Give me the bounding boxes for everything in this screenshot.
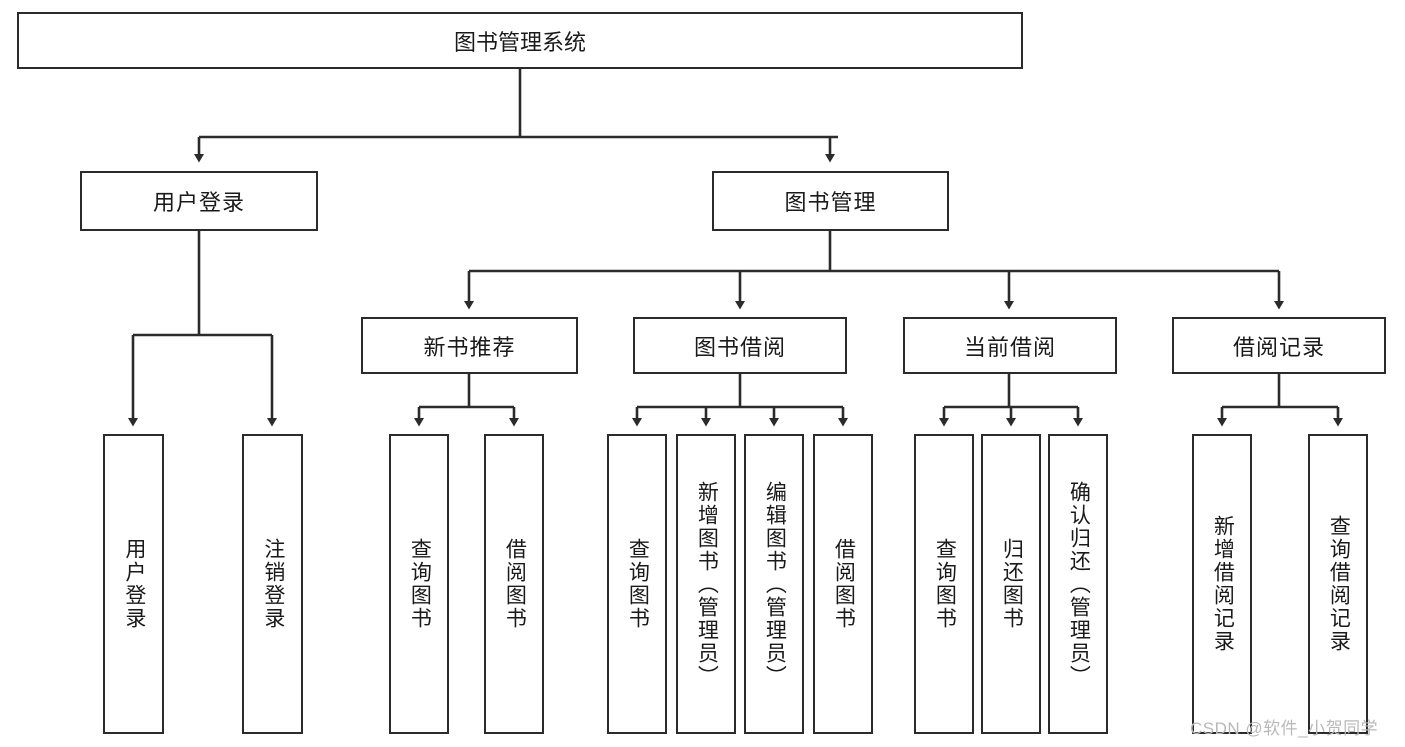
node-book-manage-label: 图书管理 xyxy=(784,190,877,215)
leaf-label: 确认归还（管理员） xyxy=(1067,480,1091,688)
leaf-user-login-1[interactable]: 用户登录 xyxy=(103,434,164,734)
node-book-borrow-label: 图书借阅 xyxy=(693,334,786,360)
node-borrow-record-label: 借阅记录 xyxy=(1232,334,1325,360)
leaf-label: 查询图书 xyxy=(933,538,957,630)
watermark: CSDN @软件_小贺同学 xyxy=(1190,719,1379,738)
node-book-manage[interactable]: 图书管理 xyxy=(712,171,949,231)
leaf-label: 借阅图书 xyxy=(832,538,856,630)
leaf-label: 归还图书 xyxy=(1000,538,1024,630)
node-root[interactable]: 图书管理系统 xyxy=(17,12,1023,69)
leaf-user-login-2[interactable]: 注销登录 xyxy=(242,434,303,734)
leaf-label: 新增借阅记录 xyxy=(1211,515,1235,653)
leaf-borrow-record-1[interactable]: 新增借阅记录 xyxy=(1192,434,1252,734)
leaf-label: 查询借阅记录 xyxy=(1327,515,1351,653)
node-new-book-label: 新书推荐 xyxy=(423,334,516,360)
leaf-new-book-1[interactable]: 查询图书 xyxy=(389,434,449,734)
leaf-label: 用户登录 xyxy=(122,538,146,630)
node-current-borrow-label: 当前借阅 xyxy=(963,334,1056,360)
leaf-book-borrow-1[interactable]: 查询图书 xyxy=(607,434,667,734)
leaf-current-borrow-1[interactable]: 查询图书 xyxy=(914,434,974,734)
leaf-book-borrow-2[interactable]: 新增图书（管理员） xyxy=(676,434,736,734)
node-user-login-label: 用户登录 xyxy=(152,190,245,215)
leaf-book-borrow-3[interactable]: 编辑图书（管理员） xyxy=(744,434,804,734)
leaf-label: 借阅图书 xyxy=(503,538,527,630)
leaf-borrow-record-2[interactable]: 查询借阅记录 xyxy=(1308,434,1368,734)
node-root-label: 图书管理系统 xyxy=(453,29,586,55)
leaf-label: 查询图书 xyxy=(626,538,650,630)
leaf-book-borrow-4[interactable]: 借阅图书 xyxy=(813,434,873,734)
leaf-current-borrow-3[interactable]: 确认归还（管理员） xyxy=(1048,434,1108,734)
leaf-new-book-2[interactable]: 借阅图书 xyxy=(484,434,544,734)
node-user-login[interactable]: 用户登录 xyxy=(80,171,318,231)
leaf-label: 注销登录 xyxy=(261,538,285,630)
node-book-borrow[interactable]: 图书借阅 xyxy=(633,317,847,374)
leaf-current-borrow-2[interactable]: 归还图书 xyxy=(981,434,1041,734)
node-new-book[interactable]: 新书推荐 xyxy=(361,317,578,374)
node-current-borrow[interactable]: 当前借阅 xyxy=(903,317,1117,374)
leaf-label: 查询图书 xyxy=(408,538,432,630)
leaf-label: 新增图书（管理员） xyxy=(695,480,719,688)
leaf-label: 编辑图书（管理员） xyxy=(763,480,787,688)
node-borrow-record[interactable]: 借阅记录 xyxy=(1172,317,1386,374)
